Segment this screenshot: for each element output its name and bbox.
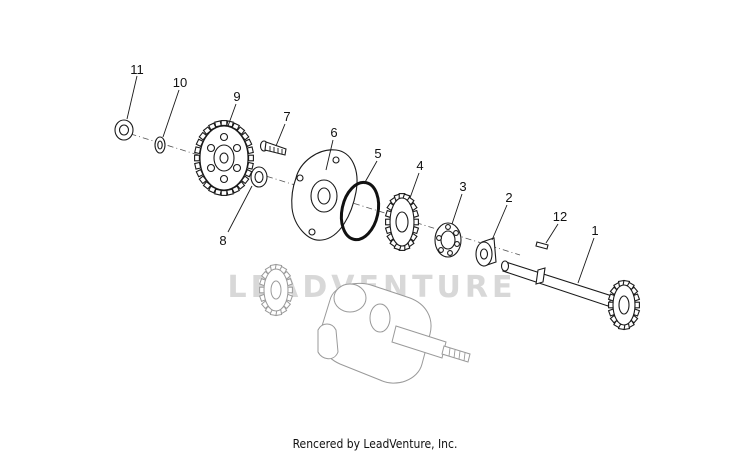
callout-9[interactable]: 9 — [233, 89, 240, 104]
part-1-balancer-shaft[interactable] — [500, 260, 641, 331]
callout-1[interactable]: 1 — [591, 223, 598, 238]
part-2-bushing[interactable] — [475, 237, 497, 267]
callout-8[interactable]: 8 — [219, 233, 226, 248]
part-8-bearing[interactable] — [250, 166, 268, 188]
callout-5[interactable]: 5 — [374, 146, 381, 161]
part-3-ball-bearing[interactable] — [434, 222, 462, 258]
part-4-gear[interactable] — [384, 193, 420, 251]
part-7-bolt[interactable] — [259, 140, 287, 156]
callout-11[interactable]: 11 — [130, 62, 144, 77]
part-11-nut[interactable] — [114, 119, 134, 141]
callout-2[interactable]: 2 — [505, 190, 512, 205]
callout-6[interactable]: 6 — [330, 125, 337, 140]
part-12-key[interactable] — [535, 241, 549, 250]
callout-12[interactable]: 12 — [553, 209, 567, 224]
crankshaft-reference — [258, 263, 471, 384]
callout-10[interactable]: 10 — [173, 75, 187, 90]
part-5-o-ring[interactable] — [336, 179, 383, 243]
callout-labels: 11 10 9 7 6 5 4 3 2 12 1 8 — [130, 62, 598, 248]
footer-credit: Rencered by LeadVenture, Inc. — [292, 437, 458, 451]
leader-lines — [126, 75, 595, 284]
callout-3[interactable]: 3 — [459, 179, 466, 194]
part-9-gear[interactable] — [194, 120, 254, 196]
callout-7[interactable]: 7 — [283, 109, 290, 124]
callout-4[interactable]: 4 — [416, 158, 423, 173]
part-10-washer[interactable] — [154, 136, 166, 154]
